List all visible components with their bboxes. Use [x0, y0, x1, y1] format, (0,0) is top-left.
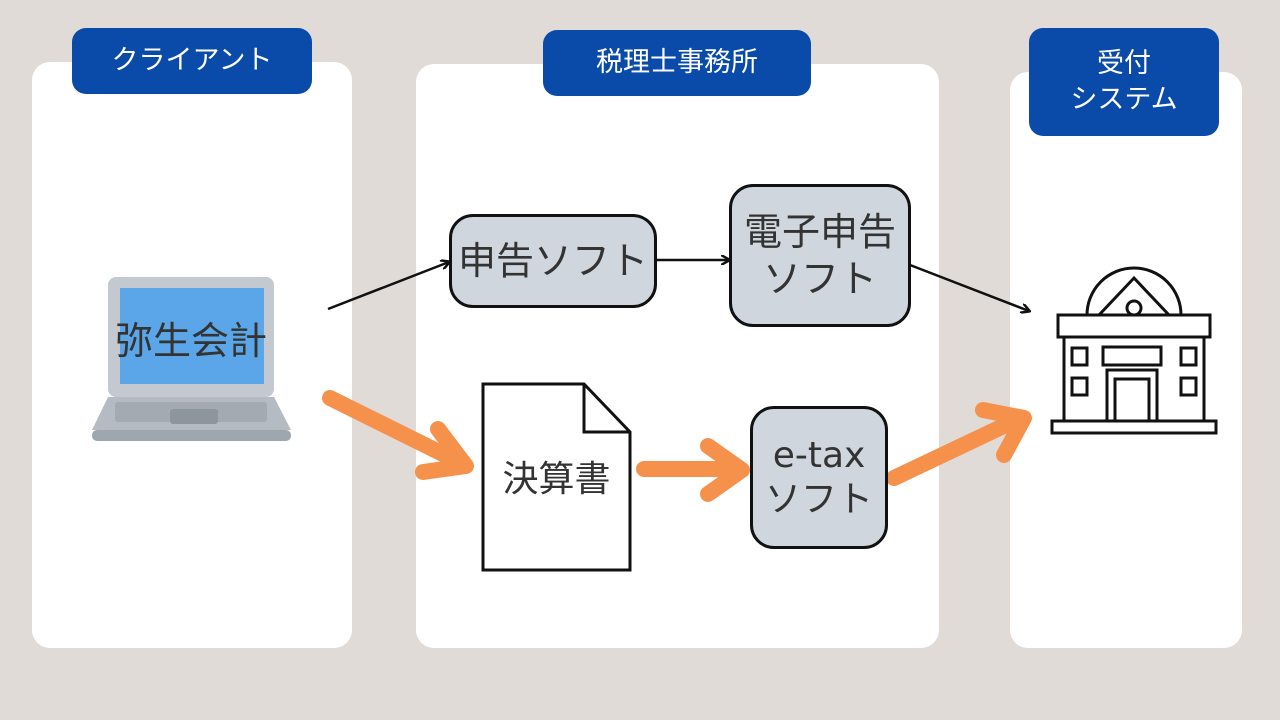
etax-software-line1: e-tax — [772, 434, 866, 476]
tax-software-label: 申告ソフト — [457, 238, 648, 283]
client-header: クライアント — [72, 28, 312, 94]
arrow-etax-to-building-head — [975, 402, 1032, 463]
office-header: 税理士事務所 — [543, 30, 811, 96]
laptop-label-text: 弥生会計 — [114, 319, 267, 363]
e-filing-software-node: 電子申告 ソフト — [729, 184, 911, 327]
financial-statement-text: 決算書 — [502, 459, 611, 500]
office-header-label: 税理士事務所 — [596, 46, 758, 78]
arrow-statement-to-etax-head — [700, 438, 750, 502]
orange-arrows — [322, 390, 1032, 502]
etax-software-node: e-tax ソフト — [750, 406, 888, 549]
e-filing-software-line2: ソフト — [762, 256, 877, 301]
arrow-e-filing-to-building — [909, 263, 1029, 311]
arrow-etax-to-building — [886, 414, 1020, 486]
document-icon — [481, 382, 632, 572]
black-arrows — [327, 260, 1029, 311]
arrow-laptop-to-statement — [322, 390, 463, 468]
e-filing-software-line1: 電子申告 — [743, 210, 896, 255]
etax-software-line2: ソフト — [764, 478, 873, 520]
laptop-label: 弥生会計 — [108, 310, 274, 365]
receipt-header-line1: 受付 — [1096, 47, 1151, 79]
government-building-icon — [1050, 266, 1218, 435]
laptop-icon — [92, 277, 291, 441]
receipt-header-line2: システム — [1070, 84, 1178, 115]
arrow-laptop-to-statement-head — [415, 421, 474, 480]
receipt-header: 受付 システム — [1029, 28, 1219, 136]
financial-statement-label: 決算書 — [483, 450, 630, 502]
client-header-label: クライアント — [111, 44, 273, 76]
arrow-laptop-to-tax-software — [327, 262, 449, 311]
tax-software-node: 申告ソフト — [449, 214, 657, 308]
